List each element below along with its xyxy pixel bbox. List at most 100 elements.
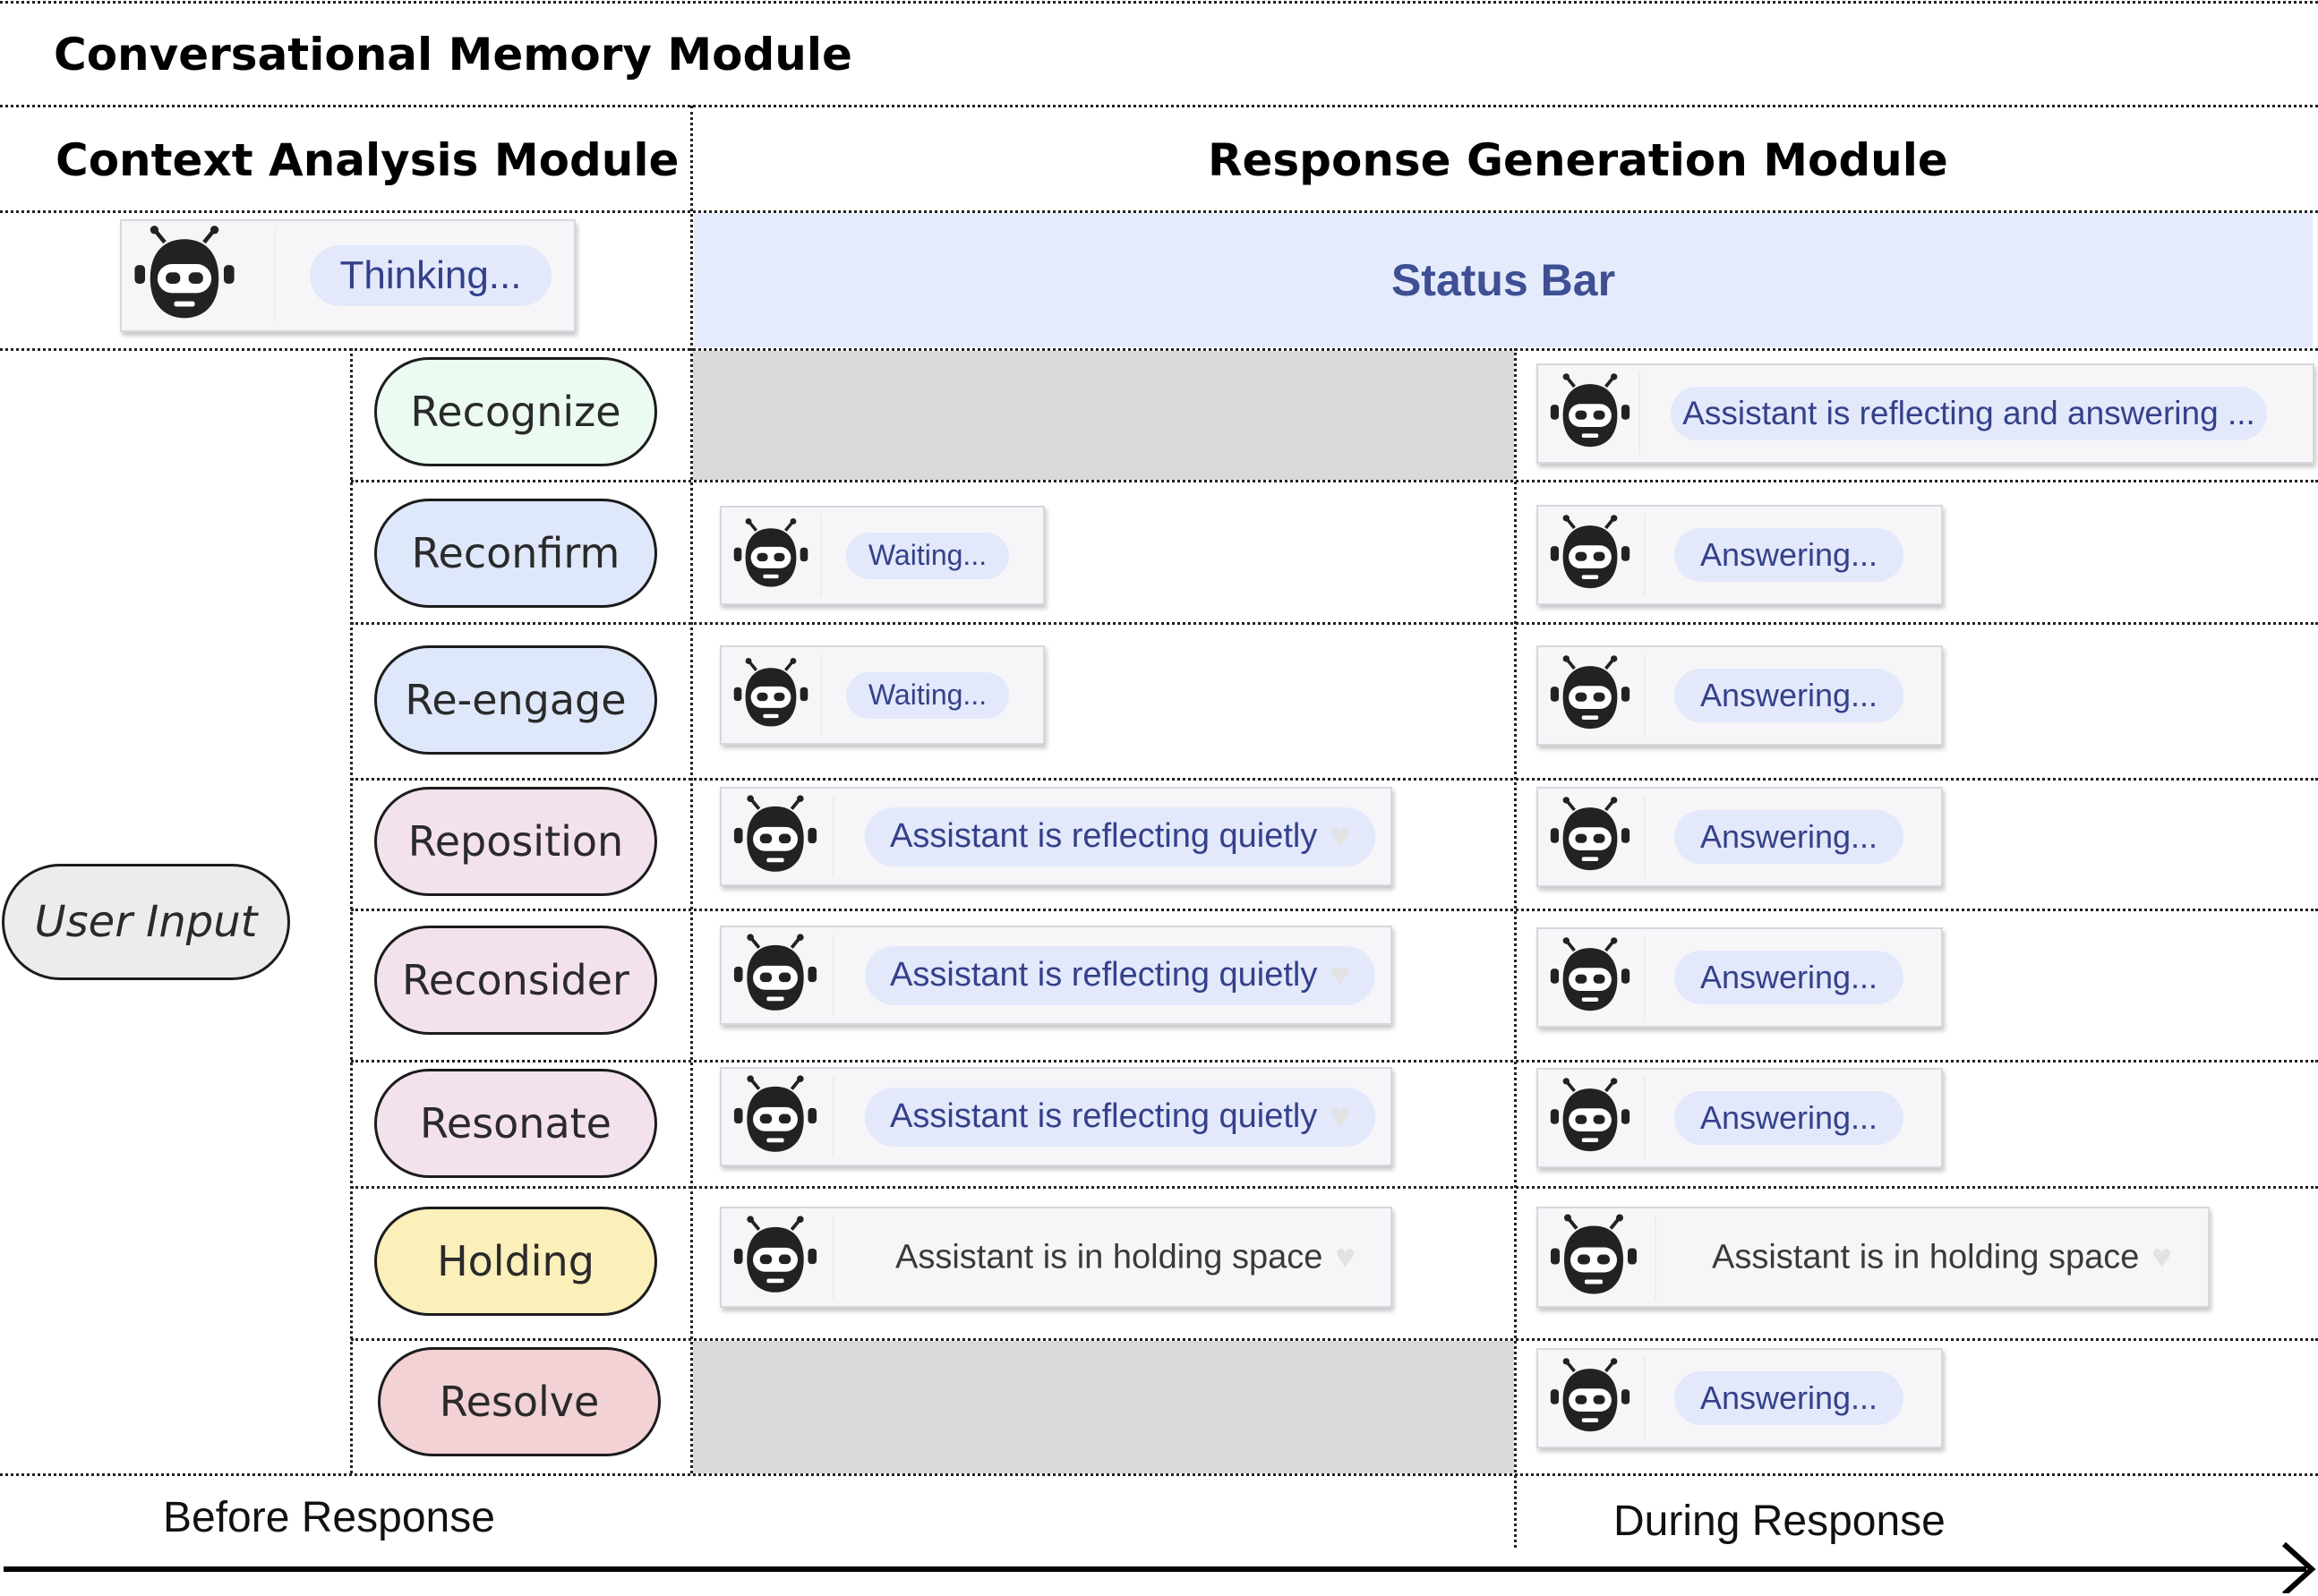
status-bubble: Answering... (1674, 1091, 1903, 1145)
response-module-title: Response Generation Module (1208, 134, 1948, 186)
during-card-resonate: Answering... (1536, 1068, 1943, 1168)
before-card-reposition: Assistant is reflecting quietly ♥ (720, 787, 1392, 886)
divider (350, 348, 353, 1473)
status-bubble: Assistant is reflecting quietly ♥ (865, 807, 1375, 866)
robot-icon (1549, 936, 1631, 1019)
state-recognize: Recognize (374, 357, 657, 466)
during-card-reconfirm: Answering... (1536, 505, 1943, 605)
robot-icon (732, 657, 809, 734)
robot-icon (1549, 1357, 1631, 1439)
status-bubble: Answering... (1674, 528, 1903, 582)
during-card-resolve: Answering... (1536, 1348, 1943, 1448)
divider (351, 778, 2318, 781)
during-card-re-engage: Answering... (1536, 645, 1943, 746)
robot-icon (1549, 1077, 1631, 1159)
memory-module-title: Conversational Memory Module (54, 29, 852, 81)
state-reconfirm: Reconfirm (374, 499, 657, 608)
during-card-reconsider: Answering... (1536, 927, 1943, 1028)
divider (351, 909, 2318, 911)
phase-before-label: Before Response (163, 1494, 495, 1541)
phase-during-label: During Response (1613, 1498, 1946, 1545)
divider (351, 1338, 2318, 1341)
card-divider (1644, 796, 1646, 878)
heart-icon: ♥ (1330, 956, 1350, 994)
before-card-reconsider: Assistant is reflecting quietly ♥ (720, 926, 1392, 1025)
divider (0, 105, 2318, 107)
status-bubble: Answering... (1674, 951, 1903, 1004)
card-divider (1644, 654, 1646, 737)
status-bubble: Answering... (1674, 810, 1903, 864)
divider (351, 1060, 2318, 1063)
status-bubble: Assistant is reflecting quietly ♥ (865, 1087, 1375, 1147)
divider (1514, 348, 1517, 1548)
status-text: Assistant is in holding space (1712, 1238, 2140, 1276)
during-card-holding: Assistant is in holding space ♥ (1536, 1207, 2210, 1308)
card-divider (833, 935, 834, 1016)
state-reposition: Reposition (374, 787, 657, 896)
state-reconsider: Reconsider (374, 926, 657, 1035)
heart-icon: ♥ (1330, 1097, 1350, 1135)
divider (351, 1186, 2318, 1189)
thinking-card: Thinking... (120, 219, 576, 332)
empty-cell (693, 1341, 1514, 1473)
card-divider (1644, 1077, 1646, 1159)
status-bubble: Waiting... (846, 532, 1009, 579)
card-divider (1644, 936, 1646, 1019)
state-resolve: Resolve (378, 1347, 661, 1456)
thinking-bubble: Thinking... (310, 245, 552, 306)
during-card-recognize: Assistant is reflecting and answering ..… (1536, 363, 2314, 464)
robot-icon (732, 794, 818, 880)
status-text-plain: Assistant is in holding space ♥ (1712, 1238, 2172, 1276)
state-holding: Holding (374, 1207, 657, 1316)
before-card-reconfirm: Waiting... (720, 506, 1045, 605)
status-text: Assistant is in holding space (895, 1238, 1323, 1276)
status-bubble: Answering... (1674, 669, 1903, 722)
user-input-node: User Input (2, 864, 290, 980)
arrow-right-icon (4, 1541, 2316, 1593)
status-text: Assistant is reflecting quietly (890, 956, 1318, 994)
status-text-plain: Assistant is in holding space ♥ (895, 1238, 1356, 1276)
status-bubble: Answering... (1674, 1371, 1903, 1425)
heart-icon: ♥ (1330, 817, 1350, 855)
robot-icon (732, 1215, 818, 1301)
card-divider (820, 515, 822, 596)
robot-icon (1549, 796, 1631, 878)
divider (351, 622, 2318, 625)
card-divider (274, 228, 276, 323)
empty-cell (693, 351, 1514, 480)
status-text: Assistant is reflecting quietly (890, 1097, 1318, 1135)
divider (690, 106, 693, 1473)
robot-icon (732, 517, 809, 594)
status-bubble: Waiting... (846, 671, 1009, 719)
status-bubble: Assistant is reflecting quietly ♥ (865, 945, 1375, 1005)
status-text: Assistant is reflecting quietly (890, 817, 1318, 855)
before-card-re-engage: Waiting... (720, 645, 1045, 745)
state-re-engage: Re-engage (374, 645, 657, 755)
robot-icon (732, 933, 818, 1019)
status-bar-label: Status Bar (1390, 255, 1616, 305)
divider (0, 348, 2318, 351)
card-divider (1644, 514, 1646, 596)
card-divider (1638, 372, 1640, 455)
state-resonate: Resonate (374, 1069, 657, 1178)
before-card-resonate: Assistant is reflecting quietly ♥ (720, 1067, 1392, 1166)
divider (0, 1, 2318, 4)
robot-icon (1549, 372, 1631, 455)
status-bubble: Assistant is reflecting and answering ..… (1671, 387, 2267, 440)
heart-icon: ♥ (2151, 1238, 2172, 1276)
heart-icon: ♥ (1335, 1238, 1356, 1276)
robot-icon (133, 225, 236, 327)
card-divider (820, 654, 822, 736)
divider (0, 1473, 2318, 1476)
status-bar: Status Bar (694, 213, 2313, 347)
robot-icon (732, 1074, 818, 1160)
card-divider (1644, 1357, 1646, 1439)
divider (351, 480, 2318, 482)
card-divider (1655, 1216, 1656, 1299)
card-divider (833, 796, 834, 877)
divider (0, 210, 2318, 213)
robot-icon (1549, 1213, 1638, 1302)
card-divider (833, 1216, 834, 1299)
robot-icon (1549, 514, 1631, 596)
card-divider (833, 1076, 834, 1157)
